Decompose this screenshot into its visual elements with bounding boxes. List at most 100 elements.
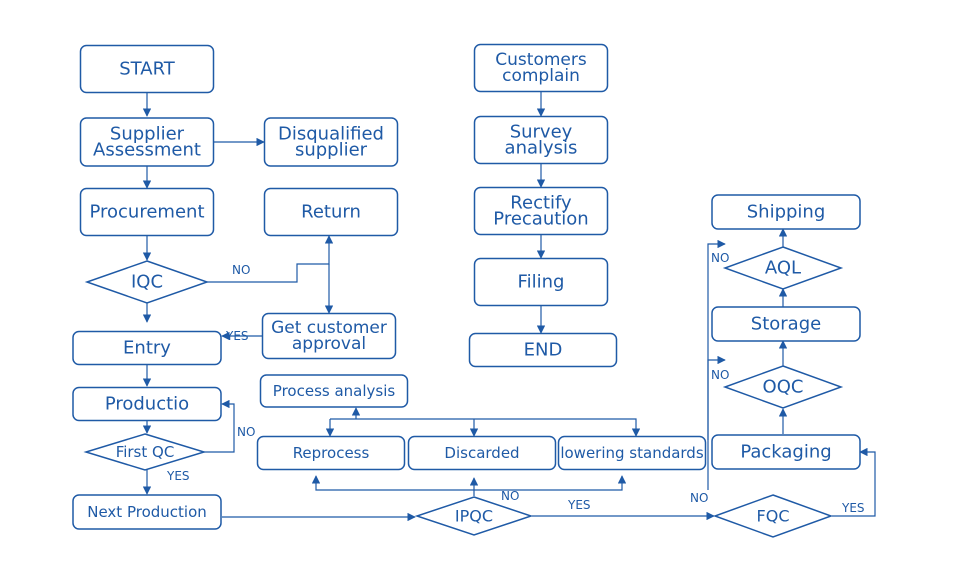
node-box (473, 115, 609, 165)
edge-label-oqc-no: NO (711, 368, 729, 382)
node-label: lowering standards (560, 444, 704, 462)
edge-label-first-qc-no: NO (237, 425, 255, 439)
node-box (263, 117, 399, 167)
node-label: Precaution (493, 209, 588, 230)
node-label: analysis (505, 138, 578, 159)
node-label: Next Production (87, 503, 207, 521)
node-start: START (79, 44, 215, 94)
connector-arrow (832, 447, 876, 517)
node-label: Return (301, 202, 361, 223)
edge-label-iqc-no: NO (232, 263, 250, 277)
node-label: Productio (105, 394, 189, 415)
node-box (407, 435, 557, 471)
decision-diamond (712, 494, 834, 538)
connector-arrow (207, 235, 334, 283)
connector-arrow (474, 475, 627, 491)
node-label: Survey (510, 122, 573, 143)
node-label: Filing (518, 272, 565, 293)
node-label: Shipping (747, 202, 826, 223)
decision-diamond (414, 496, 534, 536)
node-box (557, 435, 707, 471)
node-filing: Filing (473, 257, 609, 307)
node-label: First QC (116, 443, 175, 461)
node-first-qc: First QC (83, 433, 207, 471)
node-label: Entry (123, 338, 171, 359)
node-label: Reprocess (293, 444, 370, 462)
edge-label-first-qc-yes: YES (166, 469, 190, 483)
node-box (259, 374, 409, 408)
node-box (261, 312, 397, 360)
decision-diamond (83, 433, 207, 471)
node-box (711, 306, 861, 342)
connector-arrow (311, 475, 474, 491)
node-label: IPQC (455, 507, 493, 526)
node-oqc: OQC (722, 365, 844, 409)
node-label: approval (292, 334, 366, 354)
decision-diamond (722, 246, 844, 290)
node-box (468, 332, 618, 368)
node-box (473, 186, 609, 236)
node-reprocess: Reprocess (256, 435, 406, 471)
connector-arrow (330, 418, 641, 437)
node-box (72, 386, 222, 422)
node-lowering-standards: lowering standards (557, 435, 707, 471)
node-label: Discarded (444, 444, 519, 462)
edge-label-ipqc-no: NO (501, 489, 519, 503)
node-box (473, 257, 609, 307)
node-label: END (524, 340, 563, 361)
node-box (473, 43, 609, 93)
node-aql: AQL (722, 246, 844, 290)
node-label: FQC (757, 507, 790, 526)
node-label: Customers (495, 50, 587, 70)
node-box (79, 187, 215, 237)
node-storage: Storage (711, 306, 861, 342)
node-label: Rectify (510, 193, 572, 214)
connector-arrow (707, 355, 726, 440)
node-label: Procurement (89, 202, 204, 223)
node-packaging: Packaging (711, 434, 861, 470)
node-label: Get customer (271, 318, 387, 338)
decision-diamond (722, 365, 844, 409)
node-fqc: FQC (712, 494, 834, 538)
edge-label-fqc-no: NO (690, 491, 708, 505)
node-procurement: Procurement (79, 187, 215, 237)
node-box (256, 435, 406, 471)
node-entry: Entry (72, 330, 222, 366)
node-label: AQL (765, 258, 801, 279)
node-label: START (119, 59, 176, 80)
node-return: Return (263, 187, 399, 237)
node-discarded: Discarded (407, 435, 557, 471)
node-box (72, 330, 222, 366)
node-label: Packaging (740, 442, 831, 463)
node-productio: Productio (72, 386, 222, 422)
node-process-analysis: Process analysis (259, 374, 409, 408)
edge-label-fqc-yes: YES (841, 501, 865, 515)
node-label: Assessment (93, 140, 201, 161)
node-label: Supplier (110, 124, 185, 145)
node-label: Storage (751, 314, 821, 335)
node-label: supplier (295, 140, 368, 161)
node-next-production: Next Production (72, 494, 222, 530)
node-label: OQC (763, 377, 804, 398)
connector-arrow (204, 399, 235, 453)
node-label: Process analysis (273, 382, 396, 400)
node-box (711, 434, 861, 470)
node-box (263, 187, 399, 237)
node-ipqc: IPQC (414, 496, 534, 536)
node-box (711, 194, 861, 230)
node-label: Disqualified (278, 124, 384, 145)
node-box (79, 117, 215, 167)
node-end: END (468, 332, 618, 368)
edge-label-approval-yes: YES (225, 329, 249, 343)
node-label: IQC (131, 272, 163, 293)
node-box (72, 494, 222, 530)
